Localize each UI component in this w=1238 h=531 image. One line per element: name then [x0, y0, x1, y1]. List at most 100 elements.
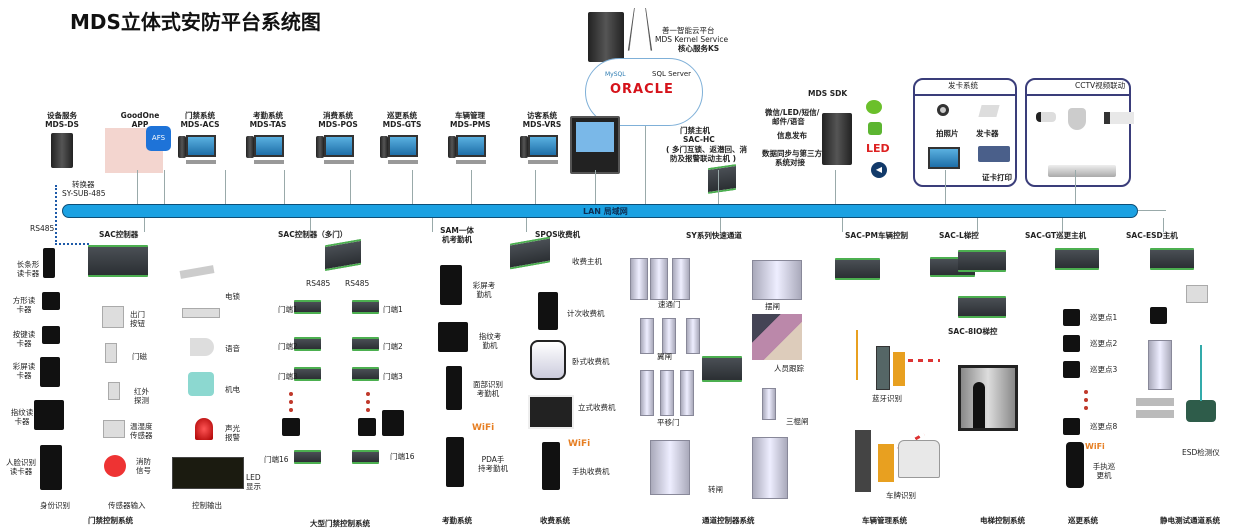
door-r2: 门端2	[383, 342, 403, 351]
door-controller	[294, 367, 321, 381]
pos-system-label: 收费系统	[540, 516, 570, 525]
door-controller	[294, 300, 321, 314]
top-system-label-5a: 消费系统	[323, 111, 353, 120]
rs485-label: RS485	[30, 224, 55, 233]
lan-drop-line	[1163, 218, 1164, 232]
lan-drop-line	[310, 218, 311, 232]
esd-link	[1138, 210, 1166, 211]
ticket-pole	[856, 330, 866, 380]
sensor-5: 消防信号	[136, 457, 151, 475]
lan-drop-line	[471, 170, 472, 204]
sdk-feature-1b: 邮件/语音	[772, 117, 805, 126]
top-system-label-1b: MDS-DS	[45, 120, 79, 129]
cloud-database	[585, 58, 703, 126]
kernel-server	[588, 12, 624, 62]
workstation-monitor	[324, 135, 354, 157]
lan-drop-line	[1062, 218, 1063, 232]
reader-6: 人脸识别读卡器	[6, 458, 36, 476]
output-1: 电锁	[225, 292, 240, 301]
lan-drop-line	[835, 170, 836, 204]
keyboard	[186, 160, 216, 164]
top-system-label-7b: MDS-PMS	[450, 120, 491, 129]
esd-lock	[1136, 398, 1174, 406]
card-reader	[1063, 361, 1080, 378]
card-photo-label: 拍照片	[936, 129, 959, 138]
esd-pole	[1200, 345, 1202, 401]
lan-bus: LAN 局域网	[62, 204, 1138, 218]
lan-drop-line	[284, 170, 285, 204]
gate-device	[640, 370, 654, 416]
card-pc	[928, 147, 960, 169]
sqlserver-logo: SQL Server	[652, 70, 692, 78]
controller-module	[1150, 248, 1194, 270]
converter-label: 转换器	[72, 180, 95, 189]
lan-drop-line	[595, 170, 596, 204]
top-system-label-5b: MDS-POS	[318, 120, 358, 129]
exit-button	[1186, 285, 1208, 303]
acs-system-label: 门禁控制系统	[88, 516, 133, 525]
controller-module	[958, 250, 1006, 272]
cctv-title: CCTV视频联动	[1075, 81, 1126, 90]
lan-drop-line	[720, 218, 721, 232]
esd-foot-plate	[1186, 400, 1216, 422]
mysql-logo: MySQL	[605, 71, 626, 78]
terminal-device	[440, 265, 462, 305]
continuation-dot	[366, 408, 370, 412]
lan-drop-line	[350, 170, 351, 204]
workstation-monitor	[528, 135, 558, 157]
card-printer	[978, 146, 1010, 162]
top-system-label-2a: GoodOne	[120, 111, 160, 120]
ds-server	[51, 133, 73, 168]
lan-label: LAN 局域网	[583, 207, 628, 216]
gate-device	[752, 260, 802, 300]
gate-swing: 摆闸	[765, 302, 780, 311]
esd-meter-label: ESD检测仪	[1182, 448, 1220, 457]
door-controller	[352, 337, 379, 351]
gate-device	[640, 318, 654, 354]
door-r3: 门端3	[383, 372, 403, 381]
cctv-box	[1025, 78, 1131, 187]
kernel-label-2: MDS Kernel Service	[655, 35, 729, 44]
dome-camera-icon	[1068, 108, 1086, 130]
sdk-feature-3b: 系统对接	[775, 158, 805, 167]
lan-drop-line	[535, 170, 536, 204]
esd-system-label: 静电测试通道系统	[1160, 516, 1220, 525]
terminal-device	[446, 366, 462, 410]
parking-terminal	[876, 346, 890, 390]
lift-sub: SAC-8IO梯控	[948, 327, 998, 336]
door-r16: 门端16	[390, 452, 415, 461]
card-reader	[382, 410, 404, 436]
converter-model: SY-SUB-485	[62, 189, 106, 198]
workstation-monitor	[456, 135, 486, 157]
bullet-camera-icon	[1036, 112, 1056, 122]
card-reader	[1063, 309, 1080, 326]
pm-plate: 车牌识别	[886, 491, 916, 500]
pos-wifi-icon: WiFi	[568, 439, 591, 449]
top-system-label-8b: MDS-VRS	[522, 120, 562, 129]
wechat-icon	[866, 100, 882, 114]
lan-drop-line	[225, 170, 226, 204]
door-l3: 门端3	[278, 372, 298, 381]
kernel-label-3: 核心服务KS	[678, 44, 720, 53]
lan-drop-line	[645, 126, 646, 204]
card-system-title: 发卡系统	[948, 81, 978, 90]
gate-device	[630, 258, 648, 300]
keyboard	[456, 160, 486, 164]
workstation-monitor	[254, 135, 284, 157]
keyboard	[388, 160, 418, 164]
sensor-device	[102, 306, 124, 328]
sdk-feature-2: 信息发布	[777, 131, 807, 140]
pos-item-1: 收费主机	[572, 257, 602, 266]
acs-controller-label: SAC控制器	[99, 230, 139, 239]
keyboard	[324, 160, 354, 164]
lan-drop-line	[977, 218, 978, 232]
lan-drop-line	[842, 218, 843, 232]
visitor-kiosk	[570, 116, 620, 174]
standing-pos	[528, 395, 574, 429]
continuation-dot	[289, 400, 293, 404]
group-sensor: 传感器输入	[108, 501, 146, 510]
top-system-label-6a: 巡更系统	[387, 111, 417, 120]
gate-system-label: 通道控制器系统	[702, 516, 755, 525]
controller-module	[702, 356, 742, 382]
sensor-1: 出门按钮	[130, 310, 145, 328]
